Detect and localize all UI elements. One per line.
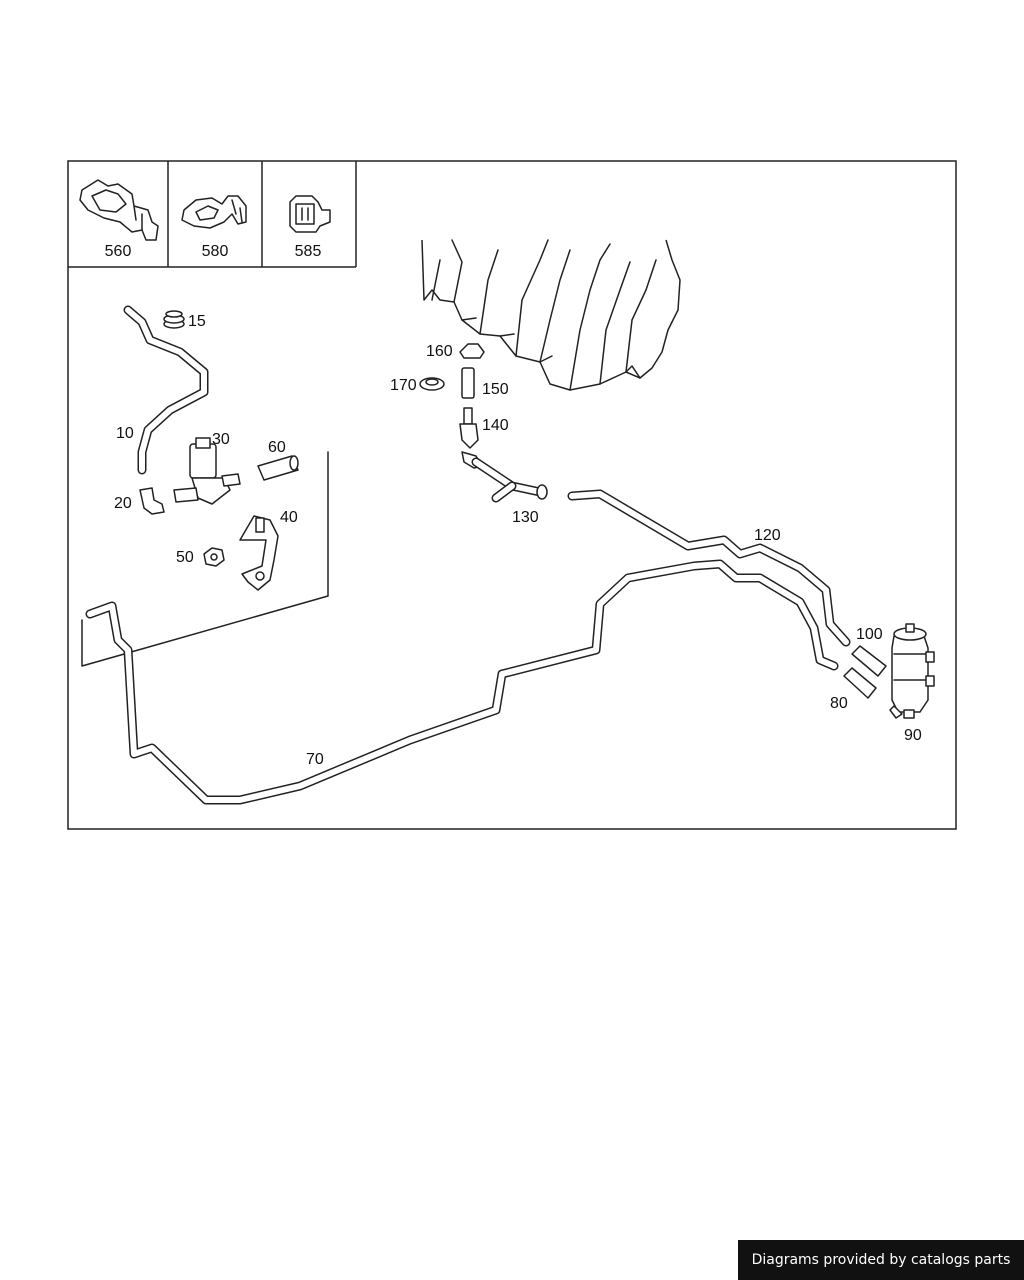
grommet-170-icon (419, 377, 445, 391)
label-90: 90 (904, 727, 922, 744)
detail-callout-frame (81, 451, 329, 667)
label-40: 40 (280, 509, 298, 526)
credit-banner: Diagrams provided by catalogs parts (738, 1240, 1024, 1280)
bracket-40-icon (239, 515, 279, 591)
nut-50-icon (203, 547, 225, 567)
label-170: 170 (390, 377, 417, 394)
label-585: 585 (295, 243, 322, 260)
label-20: 20 (114, 495, 132, 512)
canister-90-icon (889, 623, 935, 719)
fuel-line-70 (85, 559, 839, 805)
hose-80-icon (843, 667, 877, 699)
label-560: 560 (105, 243, 132, 260)
label-80: 80 (830, 695, 848, 712)
valve-30-icon (173, 437, 241, 505)
label-120: 120 (754, 527, 781, 544)
label-10: 10 (116, 425, 134, 442)
parts-diagram: 560 580 585 15 10 30 60 20 40 50 160 170… (67, 160, 957, 830)
label-15: 15 (188, 313, 206, 330)
inset-boxes (68, 161, 357, 268)
hose-100-icon (851, 645, 887, 677)
clamp-160-icon (459, 343, 485, 359)
clip-580-icon (181, 195, 247, 229)
label-60: 60 (268, 439, 286, 456)
diagram-frame (67, 160, 957, 830)
grommet-15-icon (163, 310, 185, 329)
label-160: 160 (426, 343, 453, 360)
label-130: 130 (512, 509, 539, 526)
label-70: 70 (306, 751, 324, 768)
label-100: 100 (856, 626, 883, 643)
clip-585-icon (289, 195, 331, 233)
label-50: 50 (176, 549, 194, 566)
hose-60-icon (257, 455, 299, 481)
label-580: 580 (202, 243, 229, 260)
vent-line-10 (123, 305, 209, 475)
label-30: 30 (212, 431, 230, 448)
label-140: 140 (482, 417, 509, 434)
elbow-20-icon (139, 487, 165, 515)
fuel-tank (421, 239, 681, 391)
label-150: 150 (482, 381, 509, 398)
clip-560-icon (79, 179, 159, 241)
tube-150-icon (461, 367, 475, 399)
purge-line-120 (567, 489, 851, 647)
hose-130-icon (471, 457, 548, 503)
